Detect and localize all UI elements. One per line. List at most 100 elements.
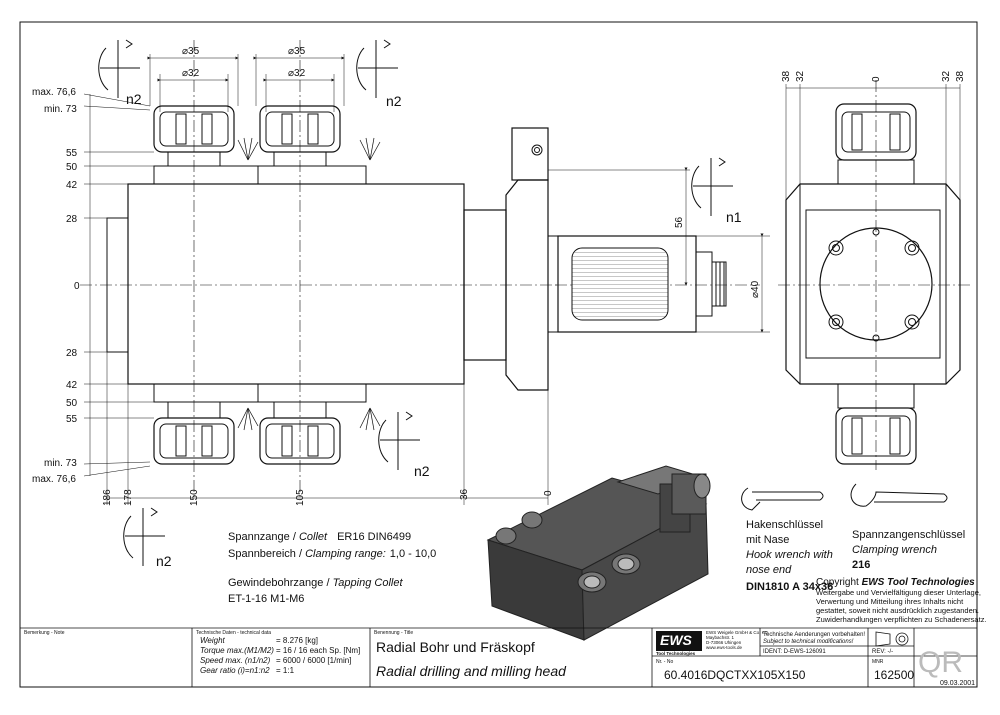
collet-dia-outer-left: ⌀35: [182, 46, 200, 57]
ews-logo-sub: Tool Technologies: [656, 651, 696, 656]
ident: IDENT: D-EWS-126091: [763, 649, 826, 655]
copyright-line-2: Verwertung und Mitteilung ihres Inhalts …: [816, 597, 964, 606]
side-dim-32-right: 32: [941, 70, 952, 82]
collet-value: ER16 DIN6499: [337, 531, 411, 543]
dim-55-top: 55: [66, 148, 78, 159]
collet-label: Spannzange /: [228, 531, 299, 543]
dim-150: 150: [189, 489, 200, 506]
specs-block: Spannzange / Collet ER16 DIN6499 Spannber…: [228, 531, 436, 605]
copyright-brand: EWS Tool Technologies: [862, 577, 976, 588]
clamping-label-en: Clamping range:: [305, 548, 386, 560]
clamp-de: Spannzangenschlüssel: [852, 529, 965, 541]
mnr-number: 162500: [874, 668, 914, 682]
weight-value: = 8.276 [kg]: [276, 636, 318, 645]
mnr-header: MNR: [872, 659, 884, 665]
tapping-value: ET-1-16 M1-M6: [228, 593, 304, 605]
shank-dim-56: 56: [674, 216, 685, 228]
svg-text:Spannbereich / Clamping range:: Spannbereich / Clamping range: 1,0 - 10,0: [228, 548, 436, 560]
torque-value: = 16 / 16 each Sp. [Nm]: [276, 646, 360, 655]
ratio-label: Gear ratio (i)=n1:n2: [200, 666, 270, 675]
company-line-1: EWS Weigele GmbH & Co. KG: [706, 630, 769, 635]
front-view: [80, 39, 770, 566]
hook-de-1: Hakenschlüssel: [746, 519, 823, 531]
dim-max-top: max. 76,6: [32, 87, 76, 98]
qr-mark: QR: [918, 646, 963, 679]
dim-min-top: min. 73: [44, 104, 77, 115]
collet-dia-inner-left: ⌀32: [182, 68, 200, 79]
tapping-label: Gewindebohrzange /: [228, 577, 333, 589]
tool-3d-render: [486, 465, 711, 641]
copyright-line-3: gestattet, soweit nicht ausdrücklich zug…: [816, 606, 979, 615]
side-dim-38-right: 38: [955, 70, 966, 82]
tech-header: Technische Daten - technical data: [196, 630, 271, 636]
title-en: Radial drilling and milling head: [376, 663, 567, 679]
side-view-labels: 38 32 0 32 38: [781, 70, 966, 82]
dim-55-bottom: 55: [66, 414, 78, 425]
company-line-3: D-73066 Uhingen: [706, 640, 742, 645]
hook-norm: DIN1810 A 34x36: [746, 581, 833, 593]
clamp-en: Clamping wrench: [852, 544, 937, 556]
clamping-label: Spannbereich /: [228, 548, 305, 560]
side-dim-32-left: 32: [795, 70, 806, 82]
torque-label: Torque max.(M1/M2): [200, 646, 274, 655]
side-view: [778, 80, 970, 470]
collet-dia-inner-right: ⌀32: [288, 68, 306, 79]
clamp-no: 216: [852, 559, 870, 571]
n2-top-left-label: n2: [126, 91, 142, 107]
copyright-line-1: Weitergabe und Vervielfältigung dieser U…: [816, 588, 981, 597]
change-line-2: Subject to technical modifications!: [763, 639, 854, 645]
dim-28-bottom: 28: [66, 348, 78, 359]
dim-28-top: 28: [66, 214, 78, 225]
title-block: Bemerkung - Note Technische Daten - tech…: [20, 627, 977, 687]
hook-de-2: mit Nase: [746, 534, 789, 546]
company-line-2: Maybachstr. 1: [706, 635, 735, 640]
n1-label: n1: [726, 209, 742, 225]
ratio-value: = 1:1: [276, 666, 295, 675]
n2-side-label: n2: [156, 553, 172, 569]
title-de: Radial Bohr und Fräskopf: [376, 639, 535, 655]
dim-max-bottom: max. 76,6: [32, 474, 76, 485]
copyright-line-4: Zuwiderhandlungen verpflichten zu Schade…: [816, 615, 987, 624]
svg-text:Copyright EWS Tool Technologie: Copyright EWS Tool Technologies: [816, 577, 975, 588]
dim-50-top: 50: [66, 162, 78, 173]
ews-logo: EWS: [660, 632, 693, 648]
dim-50-bottom: 50: [66, 398, 78, 409]
dim-42-top: 42: [66, 180, 78, 191]
part-number: 60.4016DQCTXX105X150: [664, 668, 806, 682]
dim-178: 178: [123, 489, 134, 506]
dim-36: 36: [459, 488, 470, 500]
side-dim-38-left: 38: [781, 70, 792, 82]
note-header: Bemerkung - Note: [24, 630, 65, 636]
speed-value: = 6000 / 6000 [1/min]: [276, 656, 351, 665]
collet-dia-outer-right: ⌀35: [288, 46, 306, 57]
svg-text:Gewindebohrzange / Tapping Col: Gewindebohrzange / Tapping Collet: [228, 577, 403, 589]
drawing-date: 09.03.2001: [940, 680, 975, 687]
front-view-labels: max. 76,6 min. 73 55 50 42 28 0 28 42 50…: [32, 46, 761, 569]
tapping-label-en: Tapping Collet: [333, 577, 404, 589]
dim-42-bottom: 42: [66, 380, 78, 391]
speed-label: Speed max. (n1/n2): [200, 656, 271, 665]
dim-0: 0: [74, 281, 80, 292]
dim-0-bottom: 0: [543, 490, 554, 496]
n2-bottom-label: n2: [414, 463, 430, 479]
dim-105: 105: [295, 489, 306, 506]
copyright-prefix: Copyright: [816, 577, 862, 588]
shank-diameter: ⌀40: [750, 280, 761, 298]
company-line-4: www.ews-tools.de: [706, 645, 743, 650]
side-dim-0: 0: [871, 76, 882, 82]
clamping-value: 1,0 - 10,0: [390, 548, 436, 560]
copyright-block: Copyright EWS Tool Technologies Weiterga…: [816, 577, 987, 624]
dim-min-bottom: min. 73: [44, 458, 77, 469]
weight-label: Weight: [200, 636, 226, 645]
nr-header: Nr. - No: [656, 659, 673, 665]
collet-label-en: Collet: [299, 531, 328, 543]
rev: REV: -/-: [872, 649, 893, 655]
sheet-border: [19, 21, 978, 688]
hook-en-2: nose end: [746, 564, 792, 576]
n2-top-right-label: n2: [386, 93, 402, 109]
change-line-1: Technische Aenderungen vorbehalten!: [763, 632, 865, 638]
accessories: Hakenschlüssel mit Nase Hook wrench with…: [741, 483, 965, 593]
hook-en-1: Hook wrench with: [746, 549, 833, 561]
